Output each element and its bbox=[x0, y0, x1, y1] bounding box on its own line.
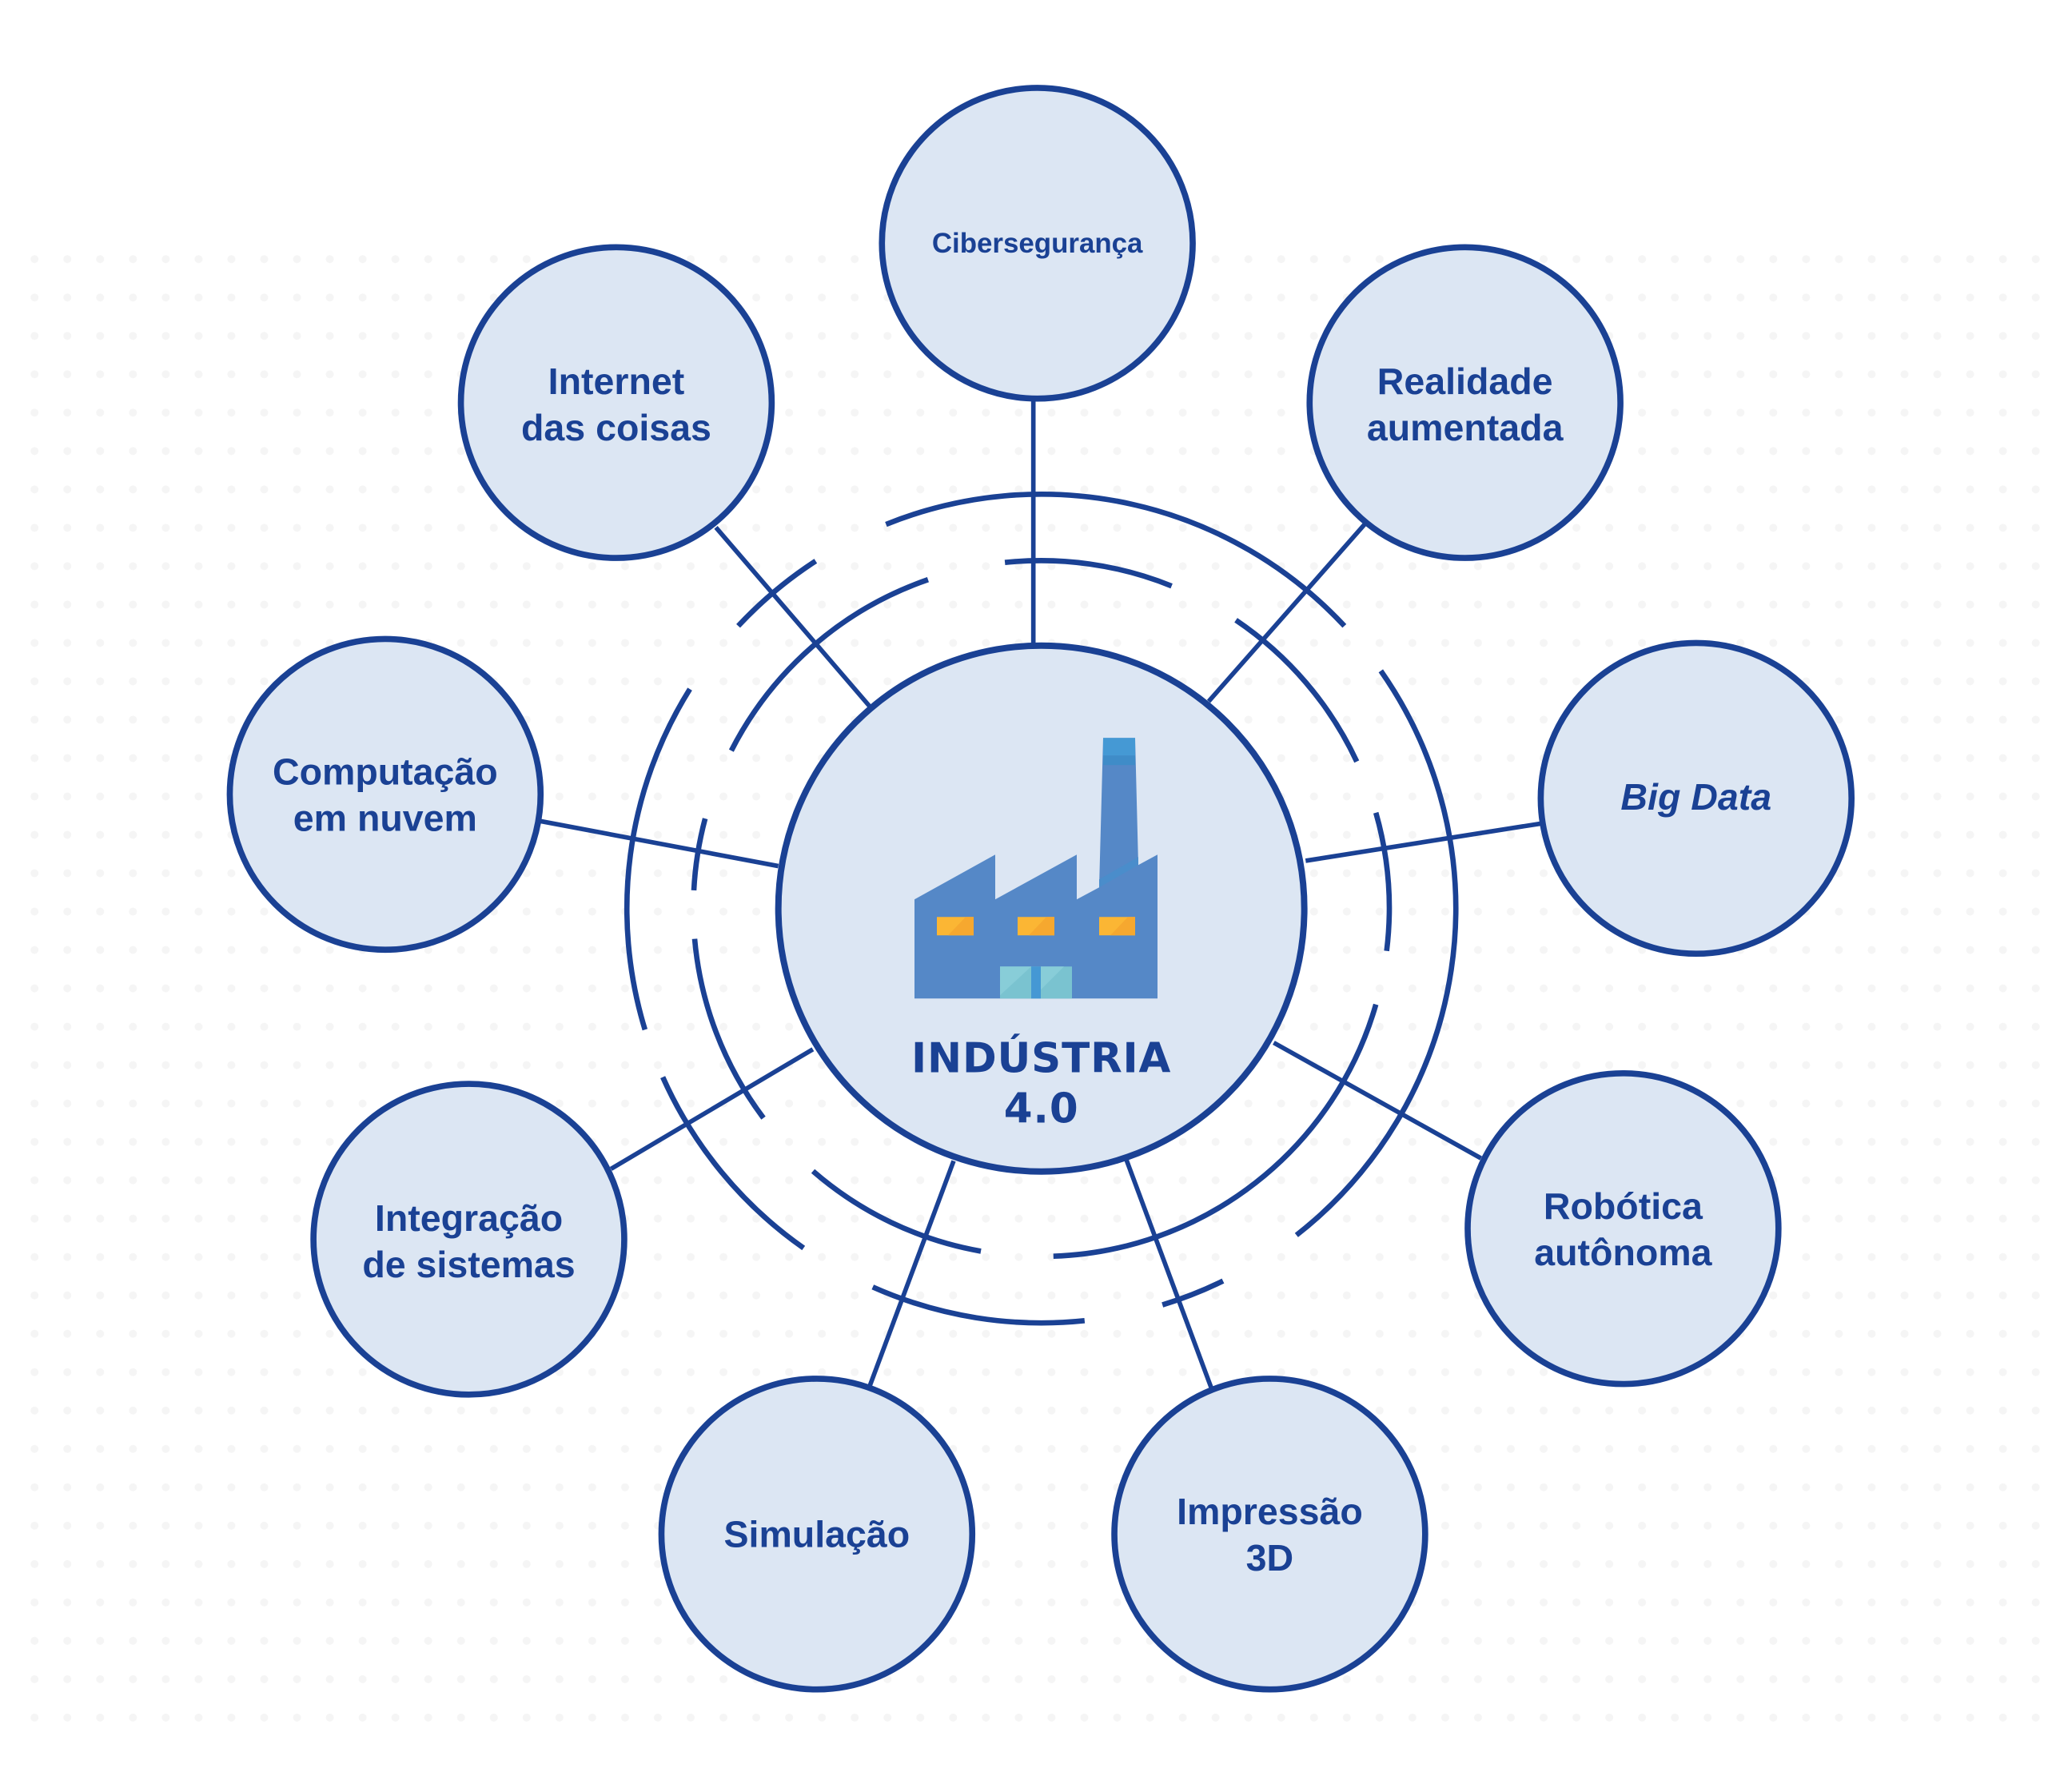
inner-ring-segment bbox=[728, 577, 930, 752]
inner-ring-segment bbox=[1053, 1003, 1379, 1260]
node-robotica-autonoma[interactable]: Robótica autônoma bbox=[1464, 1069, 1782, 1388]
node-label-line-2: em nuvem bbox=[293, 798, 477, 839]
hub-title: INDÚSTRIA bbox=[911, 1033, 1171, 1082]
node-circle[interactable] bbox=[879, 85, 1196, 402]
node-circle[interactable] bbox=[1306, 244, 1624, 561]
concentric-rings bbox=[624, 492, 1459, 1326]
node-label-line-1: Impressão bbox=[1177, 1491, 1363, 1532]
inner-ring-segment bbox=[811, 1169, 982, 1254]
factory-window bbox=[1017, 917, 1054, 936]
node-big-data[interactable]: Big Data bbox=[1537, 639, 1855, 958]
node-circle[interactable] bbox=[226, 635, 544, 954]
node-label-line-2: de sistemas bbox=[362, 1244, 575, 1285]
outer-ring-segment bbox=[885, 492, 1347, 628]
connector-robotica-autonoma bbox=[1273, 1041, 1482, 1161]
node-label: Cibersegurança bbox=[932, 228, 1143, 259]
outer-ring-segment bbox=[1294, 669, 1459, 1237]
node-circle[interactable] bbox=[310, 1081, 628, 1398]
node-realidade-aumentada[interactable]: Realidade aumentada bbox=[1306, 244, 1624, 561]
outer-ring-segment bbox=[660, 1076, 806, 1251]
node-label-line-1: Computação bbox=[273, 751, 498, 793]
factory-icon bbox=[914, 738, 1158, 999]
hub-subtitle: 4.0 bbox=[1004, 1085, 1079, 1133]
node-label-line-2: das coisas bbox=[521, 407, 711, 448]
node-integracao-de-sistemas[interactable]: Integração de sistemas bbox=[310, 1081, 628, 1398]
inner-ring-segment bbox=[1373, 811, 1393, 952]
node-circle[interactable] bbox=[1464, 1069, 1782, 1388]
factory-window bbox=[1098, 917, 1135, 936]
connector-internet-das-coisas bbox=[714, 526, 872, 709]
factory-body bbox=[914, 738, 1158, 999]
node-label: Big Data bbox=[1620, 776, 1771, 818]
connector-realidade-aumentada bbox=[1206, 522, 1368, 703]
connector-simulacao bbox=[867, 1160, 956, 1387]
inner-ring-segment bbox=[1234, 618, 1360, 763]
connector-impressao-3d bbox=[1124, 1158, 1213, 1389]
hub-node[interactable]: INDÚSTRIA 4.0 bbox=[775, 642, 1308, 1175]
node-simulacao[interactable]: Simulação bbox=[658, 1376, 976, 1693]
inner-ring-segment bbox=[691, 938, 766, 1120]
chimney-top bbox=[1102, 738, 1135, 756]
factory-door bbox=[999, 966, 1072, 999]
node-circle[interactable] bbox=[658, 1376, 976, 1693]
connector-computacao-em-nuvem bbox=[539, 818, 779, 869]
node-circle[interactable] bbox=[1537, 639, 1855, 958]
node-circle[interactable] bbox=[457, 244, 775, 561]
node-label-line-2: 3D bbox=[1246, 1537, 1293, 1579]
node-label-line-1: Robótica bbox=[1544, 1185, 1703, 1227]
node-circle[interactable] bbox=[1111, 1376, 1428, 1693]
connector-big-data bbox=[1305, 821, 1541, 863]
node-label-line-2: aumentada bbox=[1367, 407, 1564, 448]
node-label-line-1: Integração bbox=[375, 1197, 563, 1239]
outer-ring-segment bbox=[1162, 1278, 1225, 1308]
node-ciberseguranca[interactable]: Cibersegurança bbox=[879, 85, 1196, 402]
node-label-line-2: autônoma bbox=[1534, 1232, 1712, 1273]
factory-window bbox=[936, 917, 974, 936]
node-label-line-1: Realidade bbox=[1377, 360, 1553, 402]
node-label-line-1: Internet bbox=[548, 360, 685, 402]
outer-ring-segment bbox=[624, 687, 692, 1031]
outer-ring-segment bbox=[871, 1284, 1086, 1326]
node-impressao-3d[interactable]: Impressão 3D bbox=[1111, 1376, 1428, 1693]
connector-integracao-de-sistemas bbox=[609, 1047, 815, 1171]
node-label: Simulação bbox=[724, 1513, 910, 1555]
inner-ring-segment bbox=[1004, 558, 1173, 589]
outer-ring-segment bbox=[736, 559, 818, 628]
chimney-band bbox=[1102, 755, 1135, 766]
connectors bbox=[539, 398, 1541, 1389]
satellite-nodes: Cibersegurança Realidade aumentada Big D… bbox=[226, 85, 1855, 1693]
inner-ring-segment bbox=[691, 818, 708, 891]
node-internet-das-coisas[interactable]: Internet das coisas bbox=[457, 244, 775, 561]
chimney-shadow bbox=[1098, 857, 1138, 888]
node-computacao-em-nuvem[interactable]: Computação em nuvem bbox=[226, 635, 544, 954]
